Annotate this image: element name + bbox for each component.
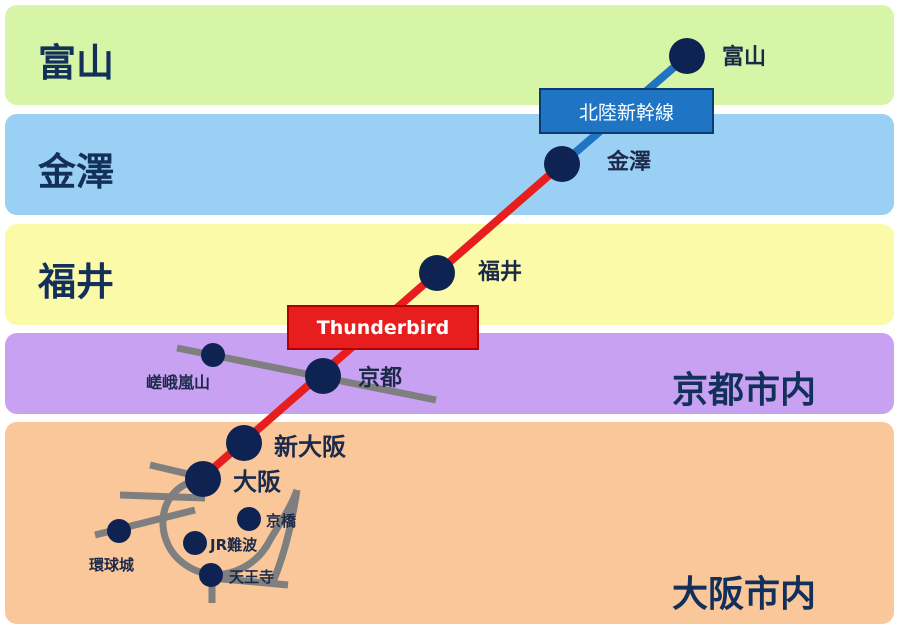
osaka-station-dot [185, 461, 221, 497]
kyobashi-station-label: 京橋 [266, 512, 297, 530]
toyama-station-label: 富山 [722, 44, 766, 70]
jr-namba-station-dot [183, 531, 207, 555]
kankyujo-station-label: 環球城 [89, 556, 134, 574]
kankyujo-station-dot [107, 519, 131, 543]
shin-osaka-station-dot [226, 425, 262, 461]
arashiyama-station-dot [201, 343, 225, 367]
kyoto-city-region-label: 京都市内 [672, 370, 817, 411]
thunderbird-line-label: Thunderbird [287, 305, 479, 350]
toyama-region-label: 富山 [38, 41, 115, 85]
toyama-region-band [5, 5, 894, 105]
shinkansen-line-label: 北陸新幹線 [539, 88, 714, 134]
local-line-southeast [269, 489, 301, 584]
osaka-station-label: 大阪 [233, 468, 281, 496]
local-line-west-2 [119, 491, 206, 502]
kyobashi-station-dot [237, 507, 261, 531]
jr-namba-station-label: JR難波 [209, 536, 258, 554]
fukui-region-label: 福井 [38, 260, 115, 304]
fukui-station-dot [419, 255, 455, 291]
kanazawa-region-label: 金澤 [38, 150, 115, 194]
tennoji-station-label: 天王寺 [229, 568, 274, 586]
fukui-station-label: 福井 [477, 260, 522, 285]
kyoto-station-dot [305, 358, 341, 394]
osaka-city-region-label: 大阪市内 [672, 574, 817, 615]
kyoto-station-label: 京都 [358, 365, 402, 391]
shin-osaka-station-label: 新大阪 [274, 433, 346, 461]
toyama-station-dot [669, 38, 705, 74]
tennoji-station-dot [199, 563, 223, 587]
arashiyama-station-label: 嵯峨嵐山 [146, 373, 210, 392]
kanazawa-station-label: 金澤 [606, 149, 651, 175]
kanazawa-station-dot [544, 146, 580, 182]
kanazawa-region-band [5, 114, 894, 215]
